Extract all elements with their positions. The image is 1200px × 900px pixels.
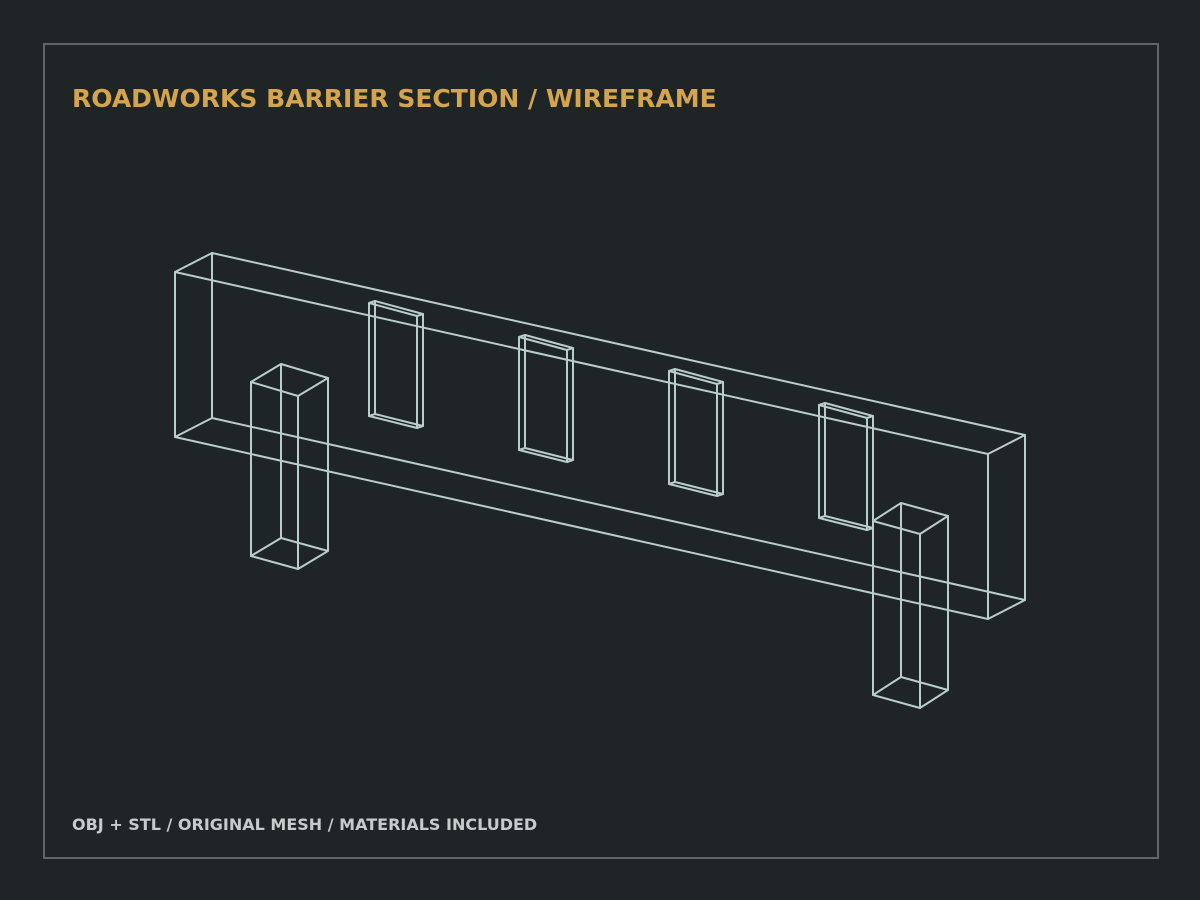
file-format-caption: OBJ + STL / ORIGINAL MESH / MATERIALS IN… (72, 815, 538, 834)
page-title: ROADWORKS BARRIER SECTION / WIREFRAME (72, 84, 717, 113)
drawing-frame (43, 43, 1159, 859)
barrier-beam (174, 252, 1026, 620)
right-support-leg (872, 502, 949, 709)
barrier-slot-1 (368, 300, 424, 429)
barrier-slot-2 (518, 334, 574, 463)
barrier-slot-3 (668, 368, 724, 497)
left-support-leg (250, 363, 329, 570)
